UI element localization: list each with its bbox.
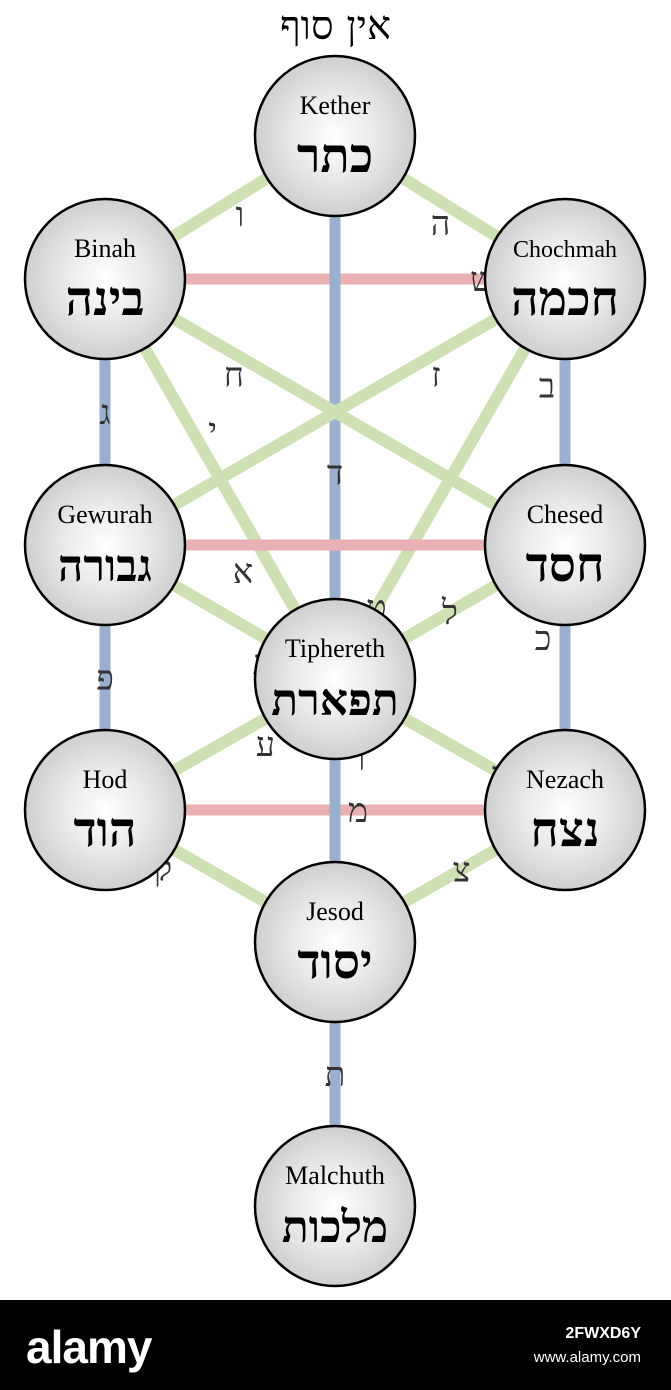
path-letter-nezach-jesod: צ [453,850,471,890]
sephirah-hebrew: בינה [66,271,145,327]
sephirah-hebrew: חסד [526,537,605,593]
sephirah-chochmah: Chochmah חכמה [483,197,647,361]
sephirah-nezach: Nezach נצח [483,728,647,892]
sephirah-hebrew: יסוד [297,934,372,990]
sephirah-chesed: Chesed חסד [483,463,647,627]
sephirah-circle [483,728,647,892]
image-id: 2FWXD6Y [565,1325,641,1342]
sephirah-circle [483,197,647,361]
sephirah-circle [23,197,187,361]
image-id-block: 2FWXD6Y www.alamy.com [534,1322,641,1370]
path-letter-kether-tiphereth: ד [327,454,343,494]
sephirah-circle [253,597,417,761]
sephirah-jesod: Jesod יסוד [253,860,417,1024]
sephirah-binah: Binah בינה [23,197,187,361]
path-letter-chochmah-chesed: ב [539,366,555,406]
sephirah-circle [253,54,417,218]
sephirah-circle [253,860,417,1024]
path-letter-tiphereth-hod: ע [256,725,275,765]
ein-sof-title: אין סוף [279,3,392,49]
path-letter-chochmah-gewurah: ז [431,355,440,395]
sephirah-hebrew: הוד [74,802,137,858]
sephirah-malchuth: Malchuth מלכות [253,1124,417,1288]
sephirah-name: Chochmah [513,237,617,263]
sephirah-name: Jesod [306,897,364,926]
sephirah-name: Chesed [527,500,604,529]
path-letter-binah-chesed: ח [224,355,244,395]
sephirah-hebrew: מלכות [282,1202,388,1253]
sephirah-hebrew: חכמה [511,271,619,327]
watermark-footer: alamy 2FWXD6Y www.alamy.com [0,1300,671,1390]
sephiroth-diagram: והשדחזגביטאנלפכעסמרקצת KetherכתרChochmah… [23,54,647,1288]
sephirah-circle [23,728,187,892]
sephirah-hod: Hod הוד [23,728,187,892]
sephirah-name: Hod [83,765,128,794]
sephirah-kether: Kether כתר [253,54,417,218]
sephirah-gewurah: Gewurah גבורה [23,463,187,627]
path-letter-hod-nezach: מ [348,791,368,831]
sephirah-name: Malchuth [285,1161,385,1190]
sephirah-name: Binah [74,234,136,263]
path-letter-kether-chochmah: ה [431,204,451,244]
path-letter-chesed-tiphereth: ל [441,593,458,633]
sephiroth-layer: KetherכתרChochmahחכמהBinahבינהChesedחסדG… [23,54,647,1288]
path-letter-jesod-malchuth: ת [325,1055,346,1095]
sephirah-hebrew: נצח [530,802,599,858]
path-letter-binah-tiphereth: י [208,411,217,451]
sephirah-hebrew: גבורה [58,541,152,592]
sephirah-hebrew: כתר [297,128,373,184]
path-letter-chesed-nezach: כ [535,619,552,659]
sephirah-circle [23,463,187,627]
path-letter-gewurah-hod: פ [96,659,114,699]
path-letter-kether-binah: ו [236,195,245,235]
path-letter-binah-gewurah: ג [99,393,110,433]
sephirah-name: Gewurah [57,500,152,529]
sephirah-name: Nezach [526,765,604,794]
path-letter-gewurah-chesed: א [233,552,253,592]
sephirah-circle [483,463,647,627]
path-chochmah-gewurah [101,273,569,551]
sephirah-hebrew: תפארת [271,675,398,726]
sephirah-circle [253,1124,417,1288]
sephirah-tiphereth: Tiphereth תפארת [253,597,417,761]
alamy-logo: alamy [26,1321,152,1373]
sephirah-name: Tiphereth [285,634,385,663]
sephirah-name: Kether [300,91,371,120]
footer-url: www.alamy.com [533,1349,641,1366]
